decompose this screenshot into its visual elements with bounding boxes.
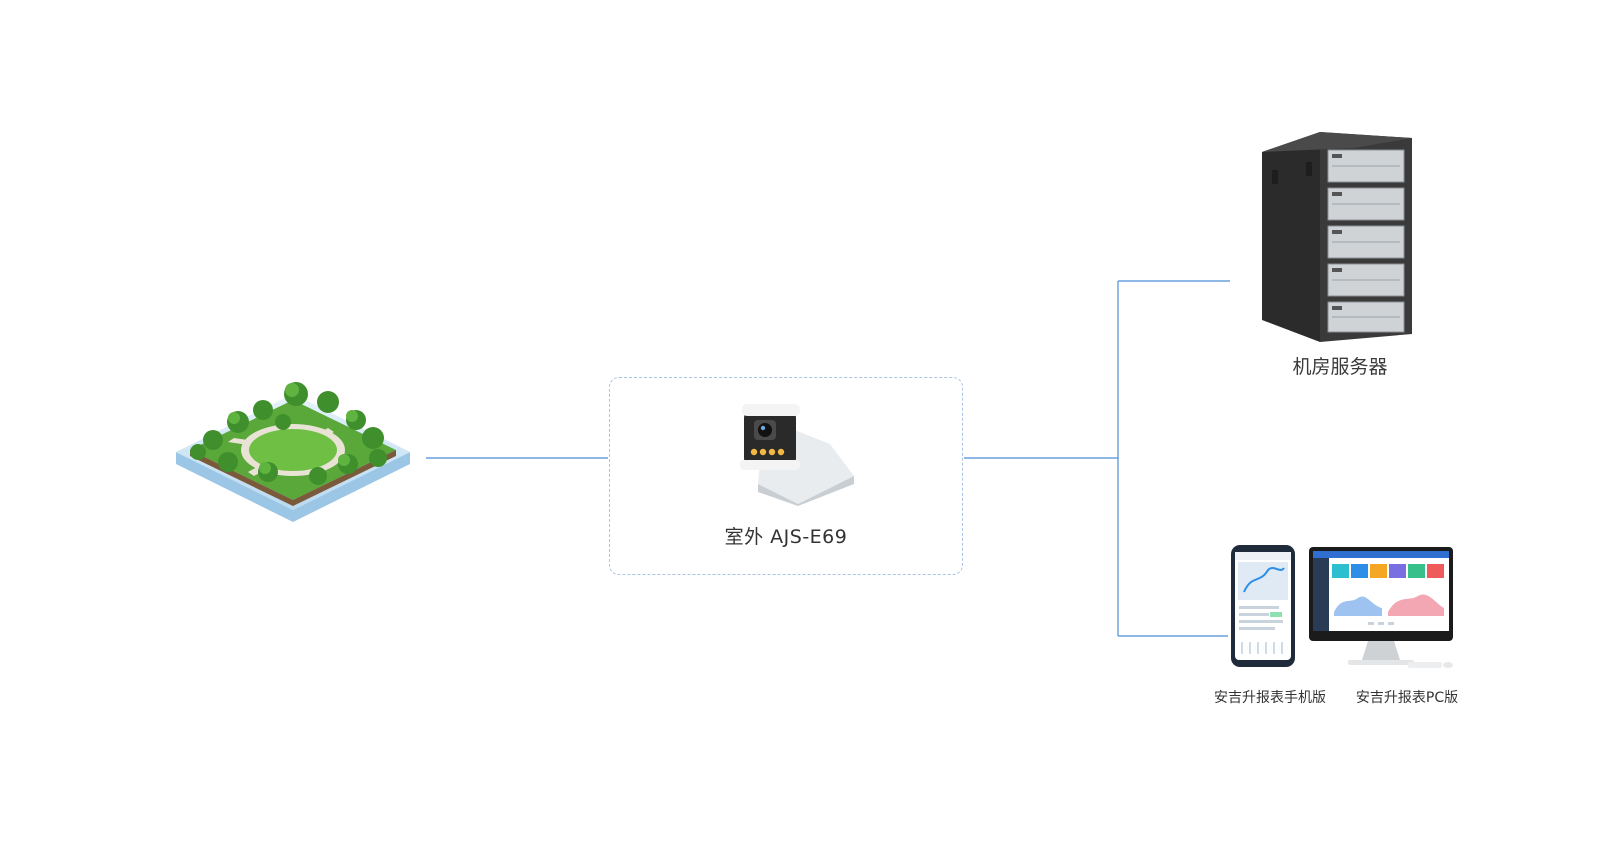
pc-monitor-illustration bbox=[1309, 547, 1453, 668]
server-units bbox=[1327, 149, 1405, 333]
mobile-label: 安吉升报表手机版 bbox=[1214, 690, 1326, 706]
camera-label: 室外 AJS-E69 bbox=[724, 526, 848, 548]
pc-stat-cards bbox=[1332, 564, 1444, 578]
camera-illustration bbox=[740, 404, 854, 506]
pc-label: 安吉升报表PC版 bbox=[1355, 690, 1459, 706]
mobile-phone-illustration bbox=[1231, 545, 1295, 667]
camera-box bbox=[609, 377, 963, 575]
park-illustration bbox=[176, 382, 410, 522]
server-label: 机房服务器 bbox=[1292, 356, 1388, 378]
server-rack-illustration bbox=[1262, 132, 1412, 342]
